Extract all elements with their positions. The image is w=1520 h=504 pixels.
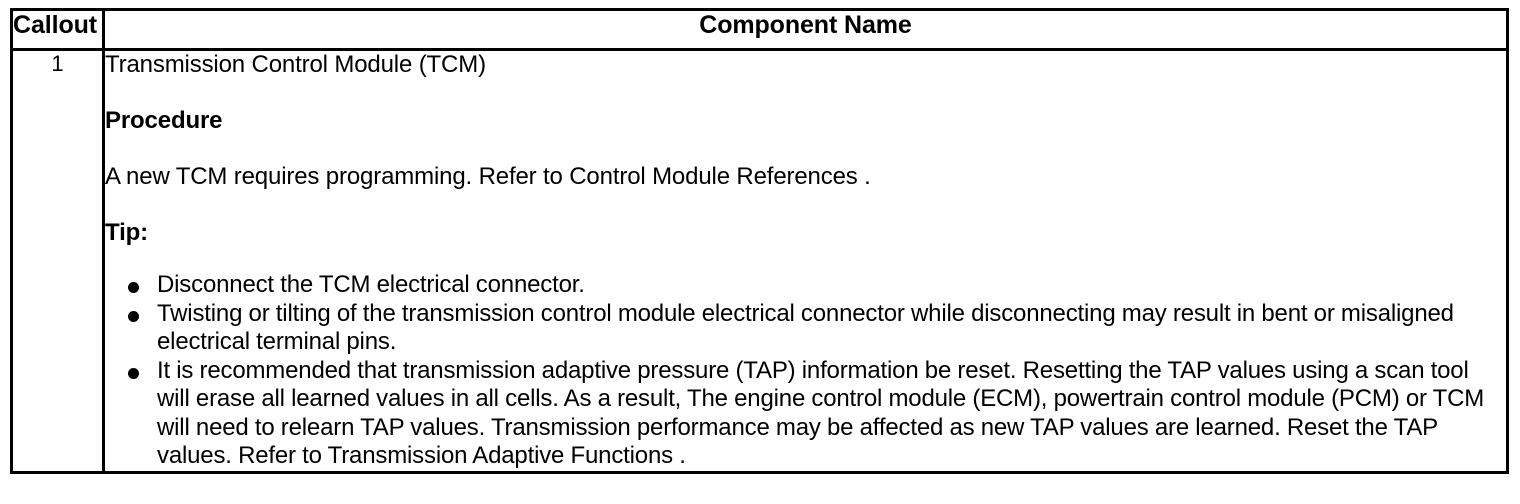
bullet-point-icon bbox=[128, 282, 139, 293]
list-item-text: It is recommended that transmission adap… bbox=[157, 356, 1485, 470]
list-item: It is recommended that transmission adap… bbox=[105, 357, 1506, 471]
tip-heading: Tip: bbox=[105, 219, 148, 246]
component-title: Transmission Control Module (TCM) bbox=[105, 51, 486, 78]
table-header-row: Callout Component Name bbox=[10, 8, 1509, 51]
procedure-heading: Procedure bbox=[105, 107, 223, 134]
component-detail-cell: Transmission Control Module (TCM) Proced… bbox=[102, 48, 1509, 474]
procedure-text: A new TCM requires programming. Refer to… bbox=[105, 163, 871, 190]
bullet-point-icon bbox=[128, 310, 139, 322]
list-item-text: Disconnect the TCM electrical connector. bbox=[157, 271, 585, 298]
table-header: Callout Component Name bbox=[10, 8, 1509, 51]
spacer-after-title bbox=[105, 79, 1506, 107]
component-table: Callout Component Name 1 Transmission Co… bbox=[10, 8, 1509, 474]
spacer-after-procedure-heading bbox=[105, 135, 1506, 163]
column-header-callout: Callout bbox=[10, 8, 105, 51]
tip-bullet-list: Disconnect the TCM electrical connector.… bbox=[105, 271, 1506, 471]
column-header-component-name: Component Name bbox=[102, 8, 1509, 51]
table-row: 1 Transmission Control Module (TCM) Proc… bbox=[10, 48, 1509, 474]
bullet-point-icon bbox=[128, 367, 139, 379]
spacer-after-tip-heading bbox=[105, 247, 1506, 271]
list-item: Twisting or tilting of the transmission … bbox=[105, 300, 1506, 357]
spacer-after-procedure-text bbox=[105, 191, 1506, 219]
list-item-text: Twisting or tilting of the transmission … bbox=[157, 299, 1454, 356]
callout-number-cell: 1 bbox=[10, 48, 105, 474]
table-body: 1 Transmission Control Module (TCM) Proc… bbox=[10, 48, 1509, 474]
list-item: Disconnect the TCM electrical connector. bbox=[105, 271, 1506, 300]
